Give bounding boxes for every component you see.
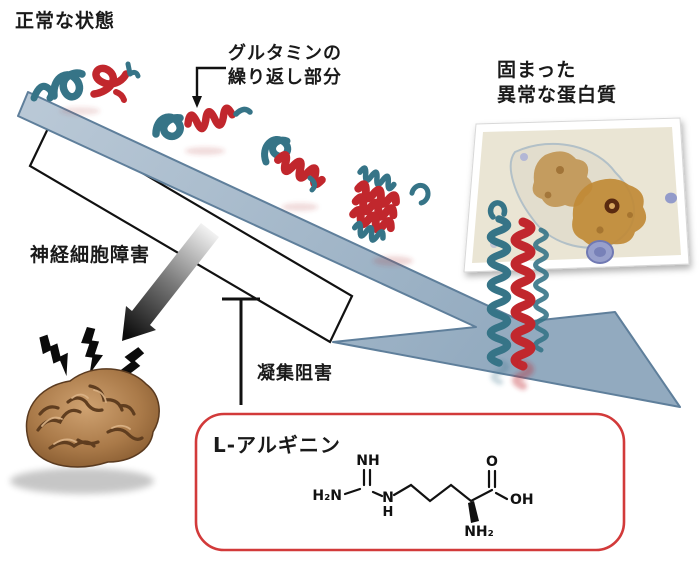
inhibition-tbar xyxy=(222,297,260,405)
protein-stage-1-native xyxy=(30,61,141,103)
fibril-red-strand xyxy=(510,217,536,371)
label-arginine: L-アルギニン xyxy=(213,433,341,457)
label-neuron-damage: 神経細胞障害 xyxy=(30,243,150,266)
fibril-reflection xyxy=(490,359,534,390)
amyloid-fibril xyxy=(486,200,549,390)
label-aggregated-line2: 異常な蛋白質 xyxy=(497,83,617,106)
glutamine-label-connector xyxy=(192,66,226,108)
atom-label-h2n: H₂N xyxy=(312,488,342,504)
protein-reflections xyxy=(60,107,413,266)
histology-photo xyxy=(463,117,690,273)
damage-arrow xyxy=(122,223,219,341)
protein-stage-3-misfolded xyxy=(261,136,326,193)
atom-label-o: O xyxy=(486,454,498,470)
arrow-down-icon xyxy=(192,96,202,108)
photo-neuron-cell xyxy=(509,142,647,249)
fibril-teal-strand-right xyxy=(533,227,549,353)
wedge-bond xyxy=(468,501,479,523)
brain-gyri xyxy=(36,384,144,450)
brain-body xyxy=(25,368,160,468)
lightning-bolt-icon xyxy=(39,334,68,377)
tilted-board xyxy=(28,118,354,344)
fibril-teal-strand xyxy=(486,215,512,367)
lightning-bolts xyxy=(39,327,145,388)
arginine-box: NH H₂N N H O OH NH₂ xyxy=(194,412,626,552)
protein-stage-2-polyq xyxy=(152,104,253,141)
stain-blob-right xyxy=(572,178,647,248)
brain-highlights xyxy=(41,389,131,445)
atom-label-n: N xyxy=(382,490,394,506)
arginine-structure: NH H₂N N H O OH NH₂ xyxy=(312,453,533,540)
fibril-top-loop xyxy=(487,200,508,220)
label-glutamine-line2: 繰り返し部分 xyxy=(228,66,342,88)
lightning-bolt-icon xyxy=(81,327,103,375)
atom-label-h: H xyxy=(383,505,394,520)
atom-label-nh: NH xyxy=(356,453,379,469)
atom-label-oh: OH xyxy=(510,492,534,508)
brain-shadow xyxy=(10,468,154,494)
label-aggregated-line1: 固まった xyxy=(497,59,576,81)
label-aggregation-inhibition: 凝集阻害 xyxy=(257,362,333,384)
label-glutamine-line1: グルタミンの xyxy=(228,42,342,64)
label-normal-state: 正常な状態 xyxy=(15,9,115,32)
brain xyxy=(10,368,160,494)
atom-label-nh2: NH₂ xyxy=(464,524,494,540)
protein-stage-4-aggregate xyxy=(349,165,431,243)
lightning-bolt-icon xyxy=(114,347,145,388)
